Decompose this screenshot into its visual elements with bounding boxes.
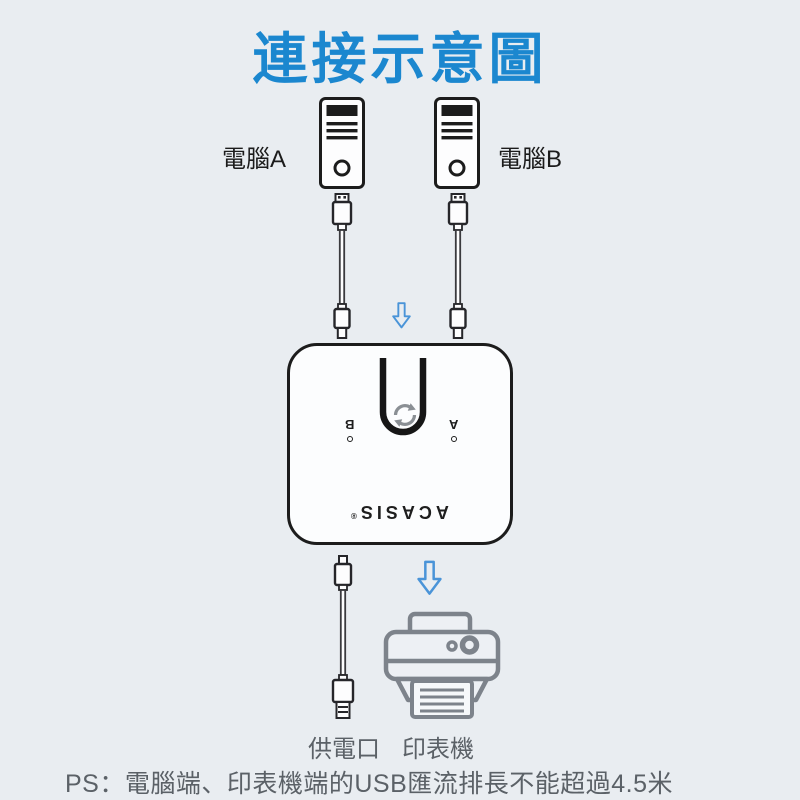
printer-icon — [383, 611, 501, 719]
computer-tower-icon — [319, 97, 365, 189]
registered-mark: ® — [351, 511, 357, 520]
power-port-label: 供電口 — [308, 736, 380, 763]
port-a-indicator: A — [444, 415, 464, 442]
computer-a-label: 電腦A — [222, 146, 287, 173]
printer-label: 印表機 — [402, 736, 474, 763]
u-switch-button-icon — [379, 358, 427, 436]
computer-tower-icon — [434, 97, 480, 189]
usb-power-cable-icon — [331, 555, 355, 719]
note-text: PS：電腦端、印表機端的USB匯流排長不能超過4.5米 — [64, 770, 673, 798]
page-title: 連接示意圖 — [252, 28, 548, 90]
brand-logo: ACASIS® — [290, 501, 510, 522]
port-b-led — [347, 436, 353, 442]
switch-device: B A ACASIS® — [287, 343, 513, 545]
port-a-led — [451, 436, 457, 442]
computer-b-label: 電腦B — [498, 146, 563, 173]
brand-text: ACASIS — [356, 502, 449, 522]
down-arrow-icon — [417, 560, 442, 595]
usb-cable-icon — [331, 193, 353, 339]
port-b-indicator: B — [340, 415, 360, 442]
down-arrow-icon — [392, 302, 411, 329]
port-b-label: B — [345, 417, 355, 432]
sync-rotate-icon — [393, 403, 417, 427]
port-a-label: A — [449, 417, 459, 432]
usb-cable-icon — [447, 193, 469, 339]
